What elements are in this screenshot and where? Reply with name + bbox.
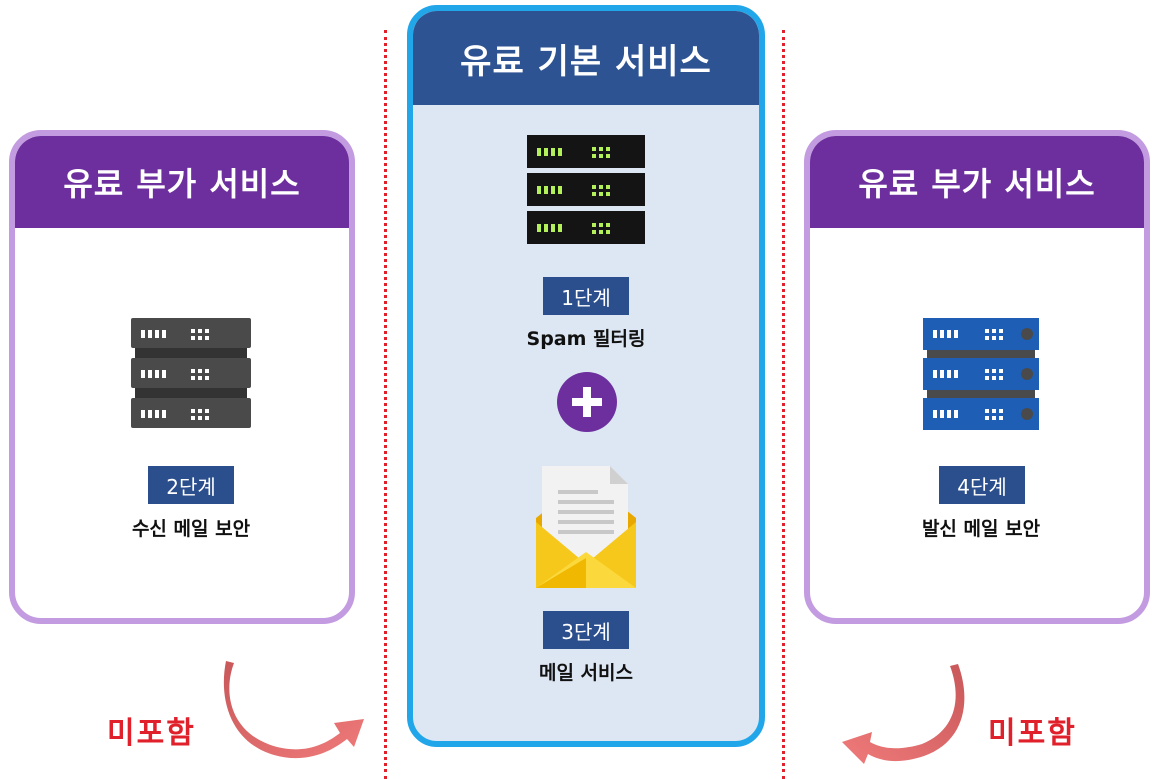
left-divider [384,30,387,779]
center-card-title: 유료 기본 서비스 [413,11,759,105]
step-badge-3: 3단계 [543,611,629,649]
curved-arrow-icon [842,664,965,764]
right-not-included-label: 미포함 [988,716,1077,751]
curved-arrow-icon [223,661,364,759]
mail-envelope-icon [536,466,636,588]
right-card-title: 유료 부가 서비스 [810,136,1144,228]
server-icon [923,318,1039,430]
step-badge-4: 4단계 [939,466,1025,504]
step-label-4: 발신 메일 보안 [921,518,1041,540]
step-label-3: 메일 서비스 [538,662,633,684]
step-badge-2: 2단계 [148,466,234,504]
left-service-card: 유료 부가 서비스 [9,130,355,624]
plus-icon [557,372,617,432]
step-badge-1: 1단계 [543,277,629,315]
left-card-title: 유료 부가 서비스 [15,136,349,228]
right-divider [782,30,785,779]
step-label-2: 수신 메일 보안 [131,518,251,540]
left-not-included-label: 미포함 [107,716,196,751]
step-label-1: Spam 필터링 [526,328,646,350]
server-icon [527,135,645,244]
server-icon [131,318,251,428]
